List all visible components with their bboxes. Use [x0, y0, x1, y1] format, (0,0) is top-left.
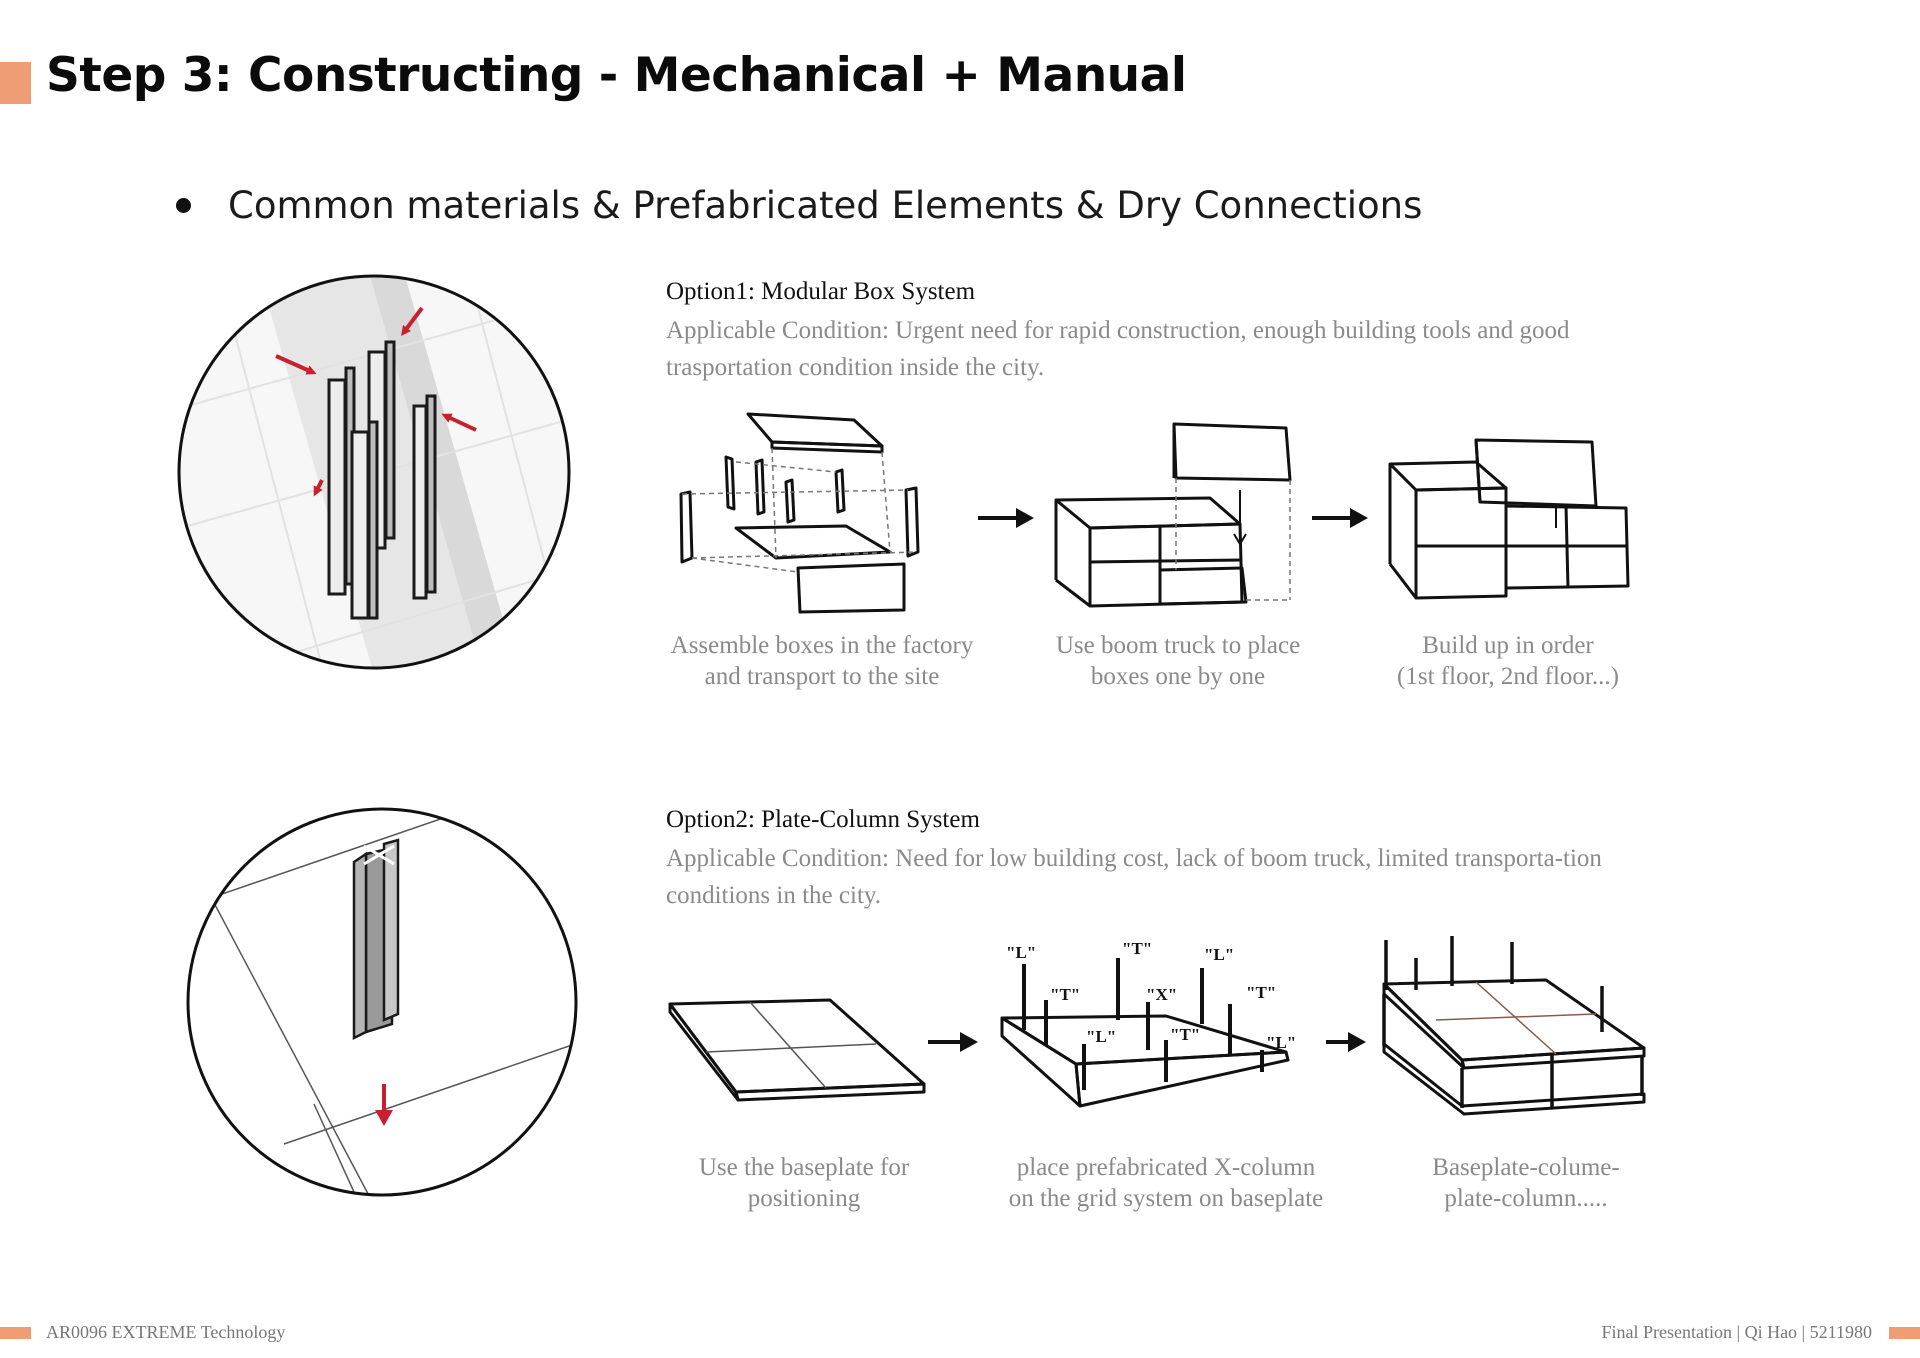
bullet-dot-icon: [176, 198, 191, 213]
option2-xcolumn-placement-illustration: [186, 807, 578, 1197]
column-label-3: "L": [1204, 945, 1234, 964]
column-label-5: "X": [1146, 985, 1177, 1004]
bullet-text: Common materials & Prefabricated Element…: [228, 184, 1423, 227]
column-label-7: "L": [1086, 1027, 1116, 1046]
page-title: Step 3: Constructing - Mechanical + Manu…: [46, 48, 1187, 103]
column-label-1: "L": [1006, 943, 1036, 962]
column-label-4: "T": [1050, 985, 1080, 1004]
footer-right-accent: [1889, 1327, 1920, 1339]
column-label-9: "L": [1266, 1033, 1296, 1052]
option1-sketch-assemble-boxes: [679, 412, 920, 614]
column-label-8: "T": [1170, 1025, 1200, 1044]
bullet-point: Common materials & Prefabricated Element…: [176, 184, 1422, 227]
option2-title: Option2: Plate-Column System: [666, 806, 980, 833]
column-label-6: "T": [1246, 983, 1276, 1002]
option2-arrow-1: [928, 1032, 978, 1052]
option1-column-assembly-illustration: [177, 274, 571, 670]
footer-course-label: AR0096 EXTREME Technology: [46, 1322, 286, 1342]
option2-condition: Applicable Condition: Need for low build…: [666, 845, 1602, 909]
option1-sketch-build-up: [1388, 438, 1630, 600]
option1-sketch-boom-truck: [1054, 422, 1292, 608]
column-label-2: "T": [1122, 939, 1152, 958]
option1-condition: Applicable Condition: Urgent need for ra…: [666, 317, 1570, 381]
option1-title: Option1: Modular Box System: [666, 278, 976, 305]
option1-arrow-1: [978, 508, 1034, 528]
title-accent-bar: [0, 62, 31, 104]
option1-caption-3: Build up in order(1st floor, 2nd floor..…: [1397, 632, 1619, 690]
footer-left-accent: [0, 1327, 31, 1339]
option2-sketch-baseplate: [668, 998, 926, 1102]
option2-sketch-stacked: [1382, 936, 1646, 1116]
option2-arrow-2: [1326, 1032, 1366, 1052]
footer-presentation-label: Final Presentation | Qi Hao | 5211980: [1601, 1322, 1872, 1342]
option2-sketch-columns: "L" "T" "L" "T" "X" "T" "L" "T" "L": [1000, 939, 1296, 1108]
option1-arrow-2: [1312, 508, 1368, 528]
option2-caption-3: Baseplate-colume-plate-column.....: [1432, 1154, 1620, 1212]
